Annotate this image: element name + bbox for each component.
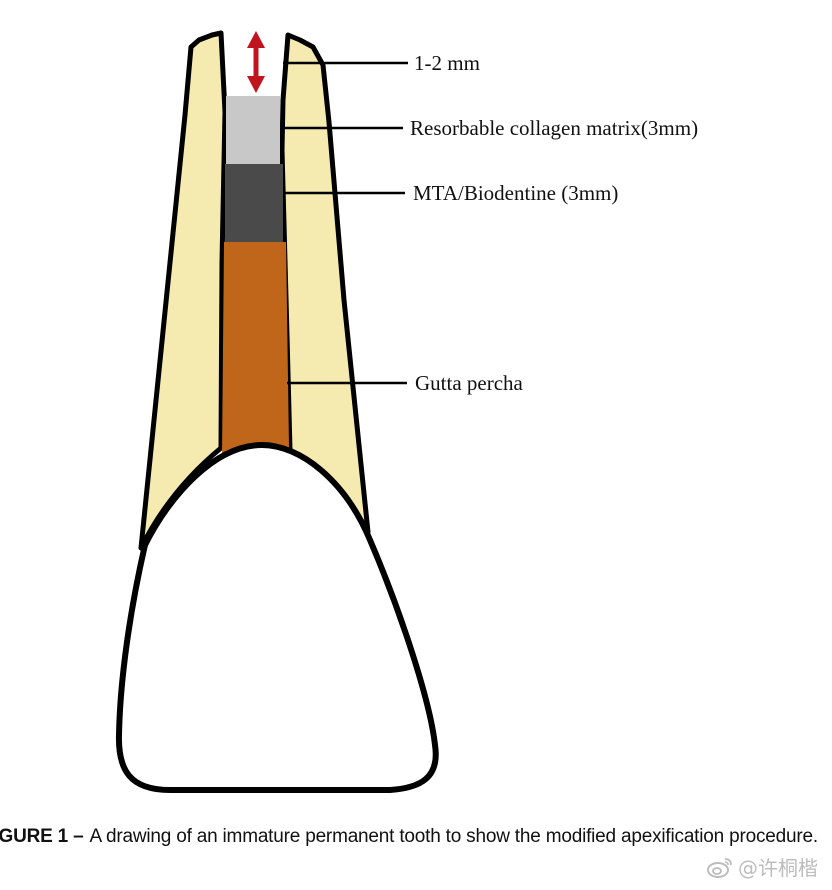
figure-caption: FIGURE 1 –A drawing of an immature perma… bbox=[0, 826, 832, 848]
caption-text: A drawing of an immature permanent tooth… bbox=[89, 826, 818, 847]
caption-prefix: FIGURE 1 – bbox=[0, 826, 84, 847]
tooth-crown bbox=[115, 442, 439, 793]
gap-arrow bbox=[247, 31, 265, 93]
label-collagen: Resorbable collagen matrix(3mm) bbox=[410, 116, 698, 140]
mta-biodentine-layer bbox=[225, 164, 283, 242]
collagen-matrix-layer bbox=[226, 96, 280, 164]
gutta-percha-layer bbox=[222, 242, 289, 455]
watermark-text: @许桐楷 bbox=[738, 856, 818, 880]
label-mta: MTA/Biodentine (3mm) bbox=[413, 181, 618, 205]
watermark: @许桐楷 bbox=[706, 852, 818, 881]
label-gutta: Gutta percha bbox=[415, 371, 524, 395]
label-gap: 1-2 mm bbox=[414, 51, 480, 75]
weibo-icon bbox=[707, 857, 732, 878]
